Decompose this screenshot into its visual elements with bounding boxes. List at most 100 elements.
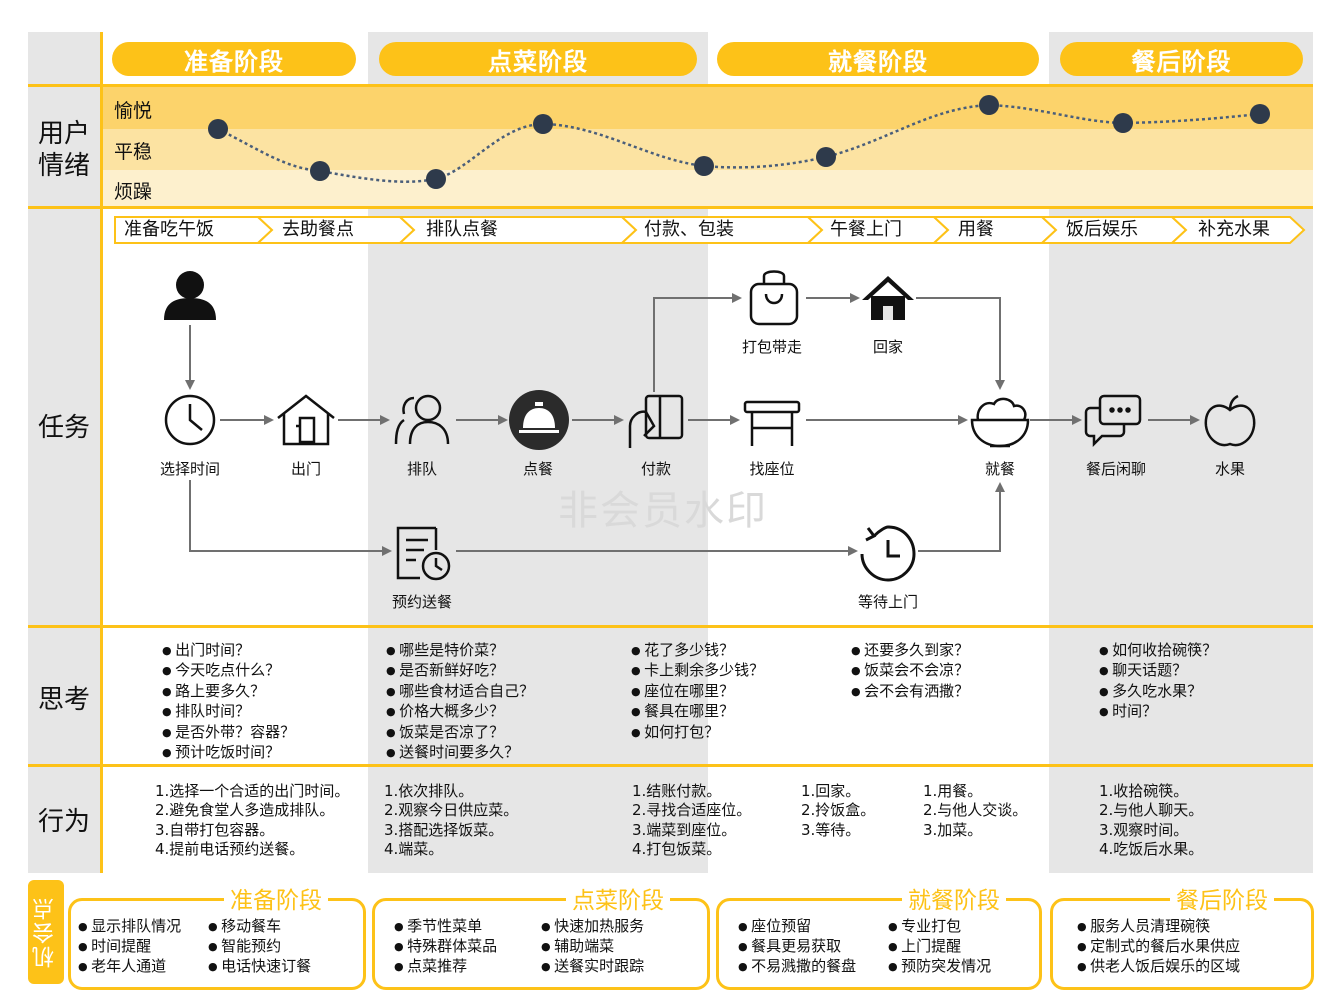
action-item: 1.结账付款。 [632,782,722,800]
action-item: 1.用餐。 [923,782,983,800]
thought-list-after: 如何收拾碗筷？ 聊天话题？ 多久吃水果？ 时间？ [1099,641,1217,723]
row-label-emotion-line2: 情绪 [37,151,90,181]
action-list-after: 1.收拾碗筷。 2.与他人聊天。 3.观察时间。 4.吃饭后水果。 [1099,782,1203,860]
action-item: 3.搭配选择饭菜。 [384,820,504,839]
opportunity-item: 移动餐车 [208,917,311,937]
chat-icon [1084,394,1142,448]
opportunity-item: 送餐实时跟踪 [541,957,644,977]
opportunity-col2-order: 快速加热服务 辅助端菜 送餐实时跟踪 [541,917,644,977]
thought-item: 多久吃水果？ [1099,682,1217,702]
thought-list-pay: 花了多少钱？ 卡上剩余多少钱？ 座位在哪里？ 餐具在哪里？ 如何打包？ [631,641,764,743]
task-item-7: 饭后娱乐 [1066,219,1138,240]
opportunity-item: 时间提醒 [78,937,181,957]
action-list-home: 1.回家。 2.拎饭盒。 3.等待。 [801,782,875,840]
thought-item: 是否新鲜好吃？ [386,661,534,681]
row-label-action: 行为 [37,807,90,837]
bag-icon [749,270,799,326]
emotion-band-upset [103,170,1313,207]
task-item-4: 付款、包装 [644,219,734,240]
flow-arrow [916,297,1005,390]
opportunity-title-dine: 就餐阶段 [902,881,1006,915]
action-item: 4.吃饭后水果。 [1099,840,1204,859]
opportunity-item: 特殊群体菜品 [394,937,497,957]
opportunity-item: 专业打包 [888,917,991,937]
node-label-chat: 餐后闲聊 [1085,460,1146,478]
opportunity-item: 智能预约 [208,937,311,957]
opportunity-item: 餐具更易获取 [738,937,856,957]
emotion-band-happy [103,87,1313,129]
opportunity-item: 老年人通道 [78,957,181,977]
flow-arrow [653,293,742,392]
action-item: 4.打包饭菜。 [632,840,722,859]
opportunity-item: 预防突发情况 [888,957,991,977]
phase-pill-order: 点菜阶段 [379,42,697,76]
separator-h1 [28,84,1313,87]
thought-item: 价格大概多少？ [386,702,534,722]
phase-pill-dine: 就餐阶段 [717,42,1039,76]
node-label-dine: 就餐 [984,460,1015,478]
thought-item: 餐具在哪里？ [631,702,764,722]
opportunity-col2-dine: 专业打包 上门提醒 预防突发情况 [888,917,991,977]
action-item: 1.依次排队。 [384,782,474,800]
emotion-curve [208,95,1270,189]
task-item-2: 去助餐点 [282,219,354,240]
thought-list-order: 哪些是特价菜？ 是否新鲜好吃？ 哪些食材适合自己？ 价格大概多少？ 饭菜是否凉了… [386,641,534,763]
thought-item: 聊天话题？ [1099,661,1217,681]
emotion-level-happy: 愉悦 [114,100,153,122]
node-label-wait: 等待上门 [857,593,918,611]
action-list-pay: 1.结账付款。 2.寻找合适座位。 3.端菜到座位。 4.打包饭菜。 [632,782,751,860]
action-list-prepare: 1.选择一个合适的出门时间。 2.避免食堂人多造成排队。 3.自带打包容器。 4… [155,782,349,860]
action-item: 3.端菜到座位。 [632,820,737,839]
opportunity-item: 季节性菜单 [394,917,497,937]
opportunity-col1-prepare: 显示排队情况 时间提醒 老年人通道 [78,917,181,977]
opportunity-item: 定制式的餐后水果供应 [1077,937,1240,957]
thought-item: 哪些食材适合自己？ [386,682,534,702]
thought-item: 排队时间？ [162,702,295,722]
emotion-level-upset: 烦躁 [114,181,153,203]
action-item: 2.拎饭盒。 [801,801,876,820]
opportunity-item: 点菜推荐 [394,957,497,977]
action-item: 2.与他人交谈。 [923,801,1028,820]
opportunity-item: 不易溅撒的餐盘 [738,957,856,977]
wait-clock-icon [860,525,916,582]
opportunity-item: 上门提醒 [888,937,991,957]
node-label-fruit: 水果 [1214,460,1245,478]
emotion-point [208,119,228,139]
opportunity-item: 座位预留 [738,917,856,937]
opportunity-title-after: 餐后阶段 [1170,881,1274,915]
opportunity-title-order: 点菜阶段 [566,881,670,915]
stool-icon [743,400,801,446]
opportunity-item: 电话快速订餐 [208,957,311,977]
emotion-point [694,156,714,176]
task-item-1: 准备吃午饭 [124,219,214,240]
opportunity-item: 显示排队情况 [78,917,181,937]
thought-item: 饭菜是否凉了？ [386,723,534,743]
action-item: 1.收拾碗筷。 [1099,782,1189,800]
task-flow [164,270,1256,582]
row-label-column-bg [28,32,100,873]
thought-item: 会不会有洒撒？ [851,682,969,702]
thought-item: 还要多久到家？ [851,641,969,661]
action-item: 4.提前电话预约送餐。 [155,840,305,859]
thought-item: 今天吃点什么？ [162,661,295,681]
separator-h4 [28,764,1313,767]
thought-item: 卡上剩余多少钱？ [631,661,764,681]
home-icon [862,276,914,320]
action-item: 2.寻找合适座位。 [632,801,752,820]
emotion-point [533,114,553,134]
emotion-point [1250,104,1270,124]
separator-vertical [100,32,103,873]
node-label-go-out: 出门 [290,460,321,478]
emotion-point [979,95,999,115]
action-item: 2.避免食堂人多造成排队。 [155,801,335,820]
thought-item: 是否外带？容器？ [162,723,295,743]
opportunity-item: 辅助端菜 [541,937,644,957]
order-bell-icon [509,390,569,450]
action-item: 3.观察时间。 [1099,820,1189,839]
phase-pill-prepare: 准备阶段 [112,42,356,76]
opportunity-col2-prepare: 移动餐车 智能预约 电话快速订餐 [208,917,311,977]
rice-bowl-icon [970,397,1030,448]
action-list-order: 1.依次排队。 2.观察今日供应菜。 3.搭配选择饭菜。 4.端菜。 [384,782,518,860]
task-chevrons [114,216,1306,244]
node-label-find-seat: 找座位 [749,460,795,478]
